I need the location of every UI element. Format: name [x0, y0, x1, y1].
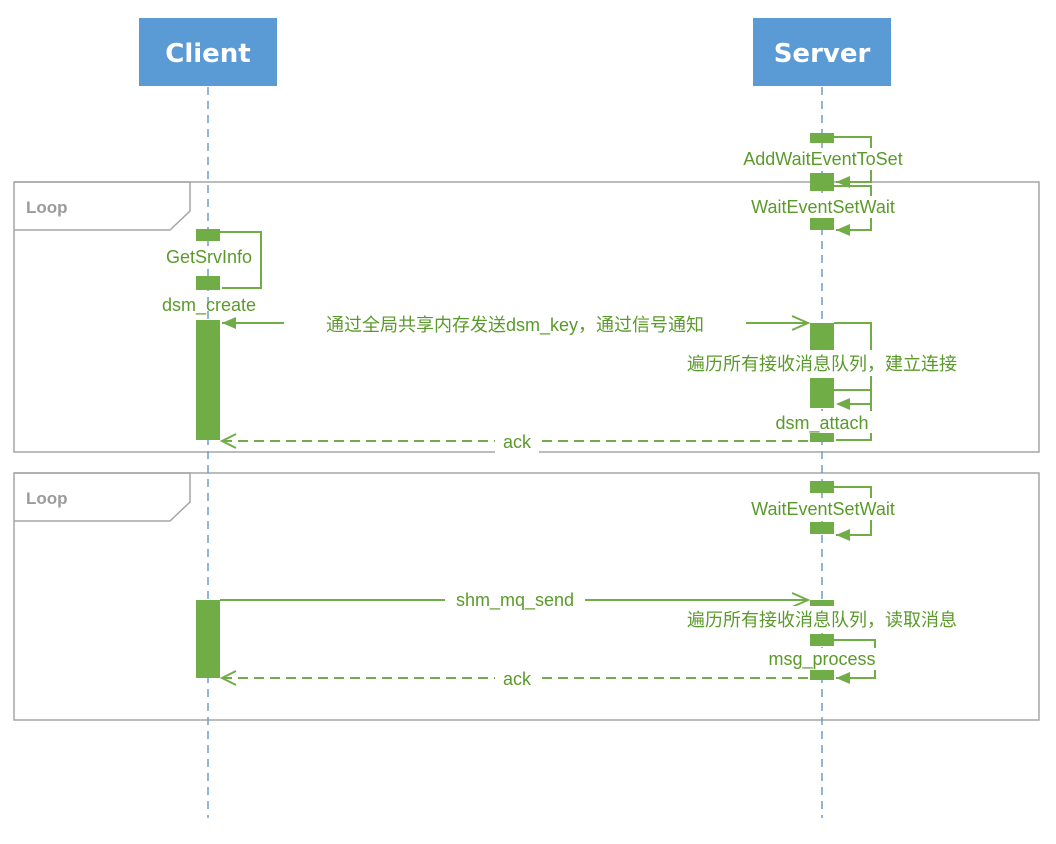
server-activation-2b — [810, 634, 834, 646]
traverse-read-label: 遍历所有接收消息队列，读取消息 — [687, 610, 957, 630]
get-srv-info-label: GetSrvInfo — [166, 247, 252, 267]
client-participant: Client — [139, 18, 277, 86]
loop-label-2: Loop — [26, 489, 68, 508]
self-call-wait-event-set-wait-2 — [810, 481, 872, 541]
dsm-create-label: dsm_create — [162, 295, 256, 316]
wait-event-set-wait-label-1: WaitEventSetWait — [751, 197, 895, 217]
dsm-attach-label: dsm_attach — [775, 413, 868, 434]
loop-label-1: Loop — [26, 198, 68, 217]
add-wait-event-label: AddWaitEventToSet — [743, 149, 902, 169]
msg-process-label: msg_process — [768, 649, 875, 670]
ack-label-2: ack — [503, 669, 532, 689]
shm-mq-send-label: shm_mq_send — [456, 590, 574, 611]
ack-label-1: ack — [503, 432, 532, 452]
server-activation-1a — [810, 323, 834, 351]
server-activation-1b — [810, 378, 834, 408]
wait-event-set-wait-label-2: WaitEventSetWait — [751, 499, 895, 519]
self-call-get-srv-info — [196, 229, 262, 290]
loop-frame-2: Loop — [13, 472, 1040, 721]
notify-dsm-key-label: 通过全局共享内存发送dsm_key，通过信号通知 — [326, 315, 704, 336]
server-participant-label: Server — [774, 39, 871, 69]
traverse-connect-label: 遍历所有接收消息队列，建立连接 — [687, 354, 957, 374]
client-activation-2 — [196, 600, 220, 678]
server-participant: Server — [753, 18, 891, 86]
client-activation-1 — [196, 320, 220, 440]
client-participant-label: Client — [165, 39, 250, 69]
